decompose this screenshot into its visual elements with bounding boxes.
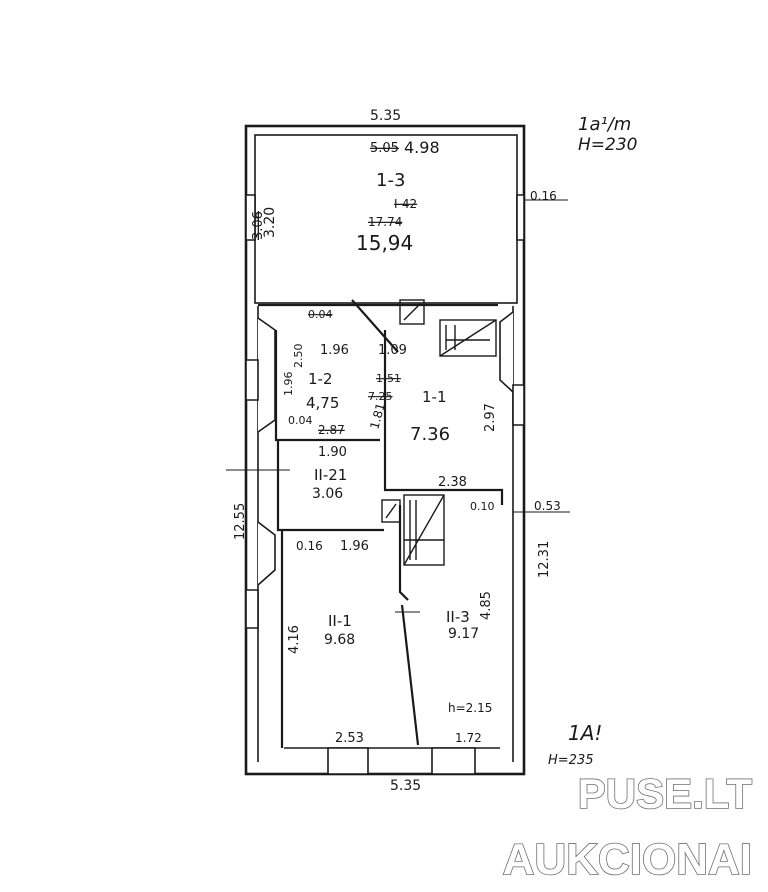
dim-250: 2.50 — [292, 344, 305, 369]
room-ii-1-id: II-1 — [328, 612, 352, 630]
chimney-top-cross — [403, 303, 421, 321]
room-ii-21-id: II-21 — [314, 466, 347, 484]
dim-196-top: 1.96 — [320, 343, 349, 358]
outer-wall — [244, 124, 526, 776]
left-window-mid — [245, 359, 259, 401]
dim-485: 4.85 — [479, 591, 494, 620]
dim-bottom-width: 5.35 — [390, 778, 421, 794]
dim-287: 2.87 — [318, 423, 345, 437]
room-1-2-area: 4,75 — [306, 394, 339, 412]
left-window-upper — [245, 194, 256, 241]
room-ii-21-area: 3.06 — [312, 486, 343, 502]
room-1-1-id: 1-1 — [422, 388, 447, 406]
room-1-3-old: I-42 — [394, 197, 417, 211]
partition-12-left — [274, 330, 380, 442]
dim-109: 1.09 — [378, 343, 407, 358]
room-ii-3-id: II-3 — [446, 608, 470, 626]
chimney-top — [399, 299, 425, 325]
right-window-upper — [516, 194, 525, 241]
room-ii-3-area: 9.17 — [448, 626, 479, 642]
note-bottom-right: 1A! — [568, 721, 602, 745]
room-ii-1-area: 9.68 — [324, 632, 355, 648]
dim-overall-left: 12.55 — [233, 503, 248, 540]
left-jamb-2 — [257, 521, 276, 586]
room-1-1-old: 1-51 — [376, 372, 401, 385]
left-jamb-1 — [257, 317, 276, 433]
dim-top-inner-old: 5.05 — [370, 141, 399, 156]
stair-top-lines — [439, 319, 497, 357]
right-jamb-1 — [499, 311, 514, 393]
dim-016: 0.16 — [296, 539, 323, 553]
dim-181: 1.81 — [367, 401, 387, 430]
note-top-right-height: H=230 — [578, 135, 637, 155]
room-1-2-id: 1-2 — [308, 370, 333, 388]
dim-top-inner: 4.98 — [404, 138, 440, 157]
left-window-low — [245, 589, 259, 629]
room-1-1-old-area: 7.25 — [368, 390, 393, 403]
dim-190: 1.90 — [318, 445, 347, 460]
note-bottom-right-height: H=235 — [548, 753, 593, 768]
bottom-window-1 — [327, 747, 369, 775]
dim-h215: h=2.15 — [448, 701, 492, 715]
dim-004-mid: 0.04 — [288, 414, 313, 427]
stair-top — [439, 319, 497, 357]
dim-238: 2.38 — [438, 475, 467, 490]
note-top-right: 1a¹/m — [578, 114, 631, 135]
dim-196-vert: 1.96 — [282, 372, 295, 397]
stair-mid-lines — [403, 494, 445, 566]
chimney-mid-cross — [385, 503, 397, 519]
chimney-mid — [381, 499, 401, 523]
dim-overall-right: 12.31 — [537, 541, 552, 578]
partition-stair — [351, 299, 399, 353]
right-window-mid — [512, 384, 525, 426]
dim-left-old: 3.06 — [251, 211, 266, 240]
dim-top-width: 5.35 — [370, 108, 401, 124]
room-1-3-old-area: 17.74 — [368, 215, 402, 229]
dim-253: 2.53 — [335, 731, 364, 746]
room-1-3-id: 1-3 — [376, 170, 405, 191]
watermark-line-1: PUSE.LT — [578, 770, 753, 817]
dim-004-top: 0.04 — [308, 308, 333, 321]
dim-297: 2.97 — [483, 403, 498, 432]
partition-hall — [384, 488, 504, 505]
dim-010: 0.10 — [470, 500, 495, 513]
partition-lower — [398, 505, 409, 601]
dim-172: 1.72 — [455, 731, 482, 745]
dim-left-height: 3.20 — [262, 207, 278, 238]
dim-right-offset: 0.16 — [530, 189, 557, 203]
partition-diagonal — [400, 604, 420, 746]
room-1-1-area: 7.36 — [410, 424, 450, 445]
dim-right-wall: 0.53 — [534, 499, 561, 513]
watermark-line-2: AUKCIONAI — [503, 835, 752, 884]
stair-mid — [403, 494, 445, 566]
dim-416: 4.16 — [287, 625, 302, 654]
dim-196-low: 1.96 — [340, 539, 369, 554]
room-1-3-area: 15,94 — [356, 231, 413, 255]
bottom-window-2 — [431, 747, 476, 775]
